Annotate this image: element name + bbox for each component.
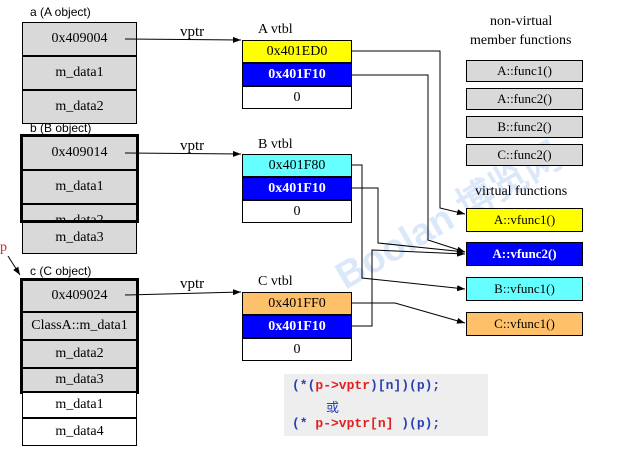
code-token: p->vptr bbox=[315, 378, 371, 393]
object-b-base-subobject-frame bbox=[20, 134, 139, 223]
code-token: )(p); bbox=[393, 416, 441, 431]
vtable-a-entry: 0x401ED0 bbox=[242, 40, 352, 63]
code-token: p->vptr[n] bbox=[315, 416, 394, 431]
object-c-field: m_data4 bbox=[22, 418, 137, 446]
object-c-field: ClassA::m_data1 bbox=[22, 312, 137, 340]
nonvirtual-function-item: B::func2() bbox=[466, 116, 583, 138]
virtual-function-item: C::vfunc1() bbox=[466, 312, 583, 336]
vtable-b-entry: 0x401F10 bbox=[242, 177, 352, 200]
vtable-a-entry: 0x401F10 bbox=[242, 63, 352, 86]
object-a-field: m_data1 bbox=[22, 56, 137, 90]
virtual-heading: virtual functions bbox=[475, 184, 568, 199]
vtable-a-entry: 0 bbox=[242, 86, 352, 109]
code-line-3: (* p->vptr[n] )(p); bbox=[292, 416, 440, 431]
code-token: (*( bbox=[292, 378, 316, 393]
code-token: (p); bbox=[409, 378, 441, 393]
vtable-b-entry: 0x401F80 bbox=[242, 154, 352, 177]
vptr-label-b: vptr bbox=[180, 138, 205, 154]
code-snippet-box: (*(p->vptr)[n])(p); 或 (* p->vptr[n] )(p)… bbox=[284, 374, 488, 436]
vtable-a-title: A vtbl bbox=[258, 22, 293, 37]
object-a-title: a (A object) bbox=[30, 5, 91, 19]
vtable-b-title: B vtbl bbox=[258, 137, 293, 152]
nonvirtual-function-item: A::func2() bbox=[466, 88, 583, 110]
object-b-field: m_data3 bbox=[22, 222, 137, 254]
object-b-title: b (B object) bbox=[30, 121, 92, 135]
virtual-function-item: A::vfunc1() bbox=[466, 208, 583, 232]
code-token: )[n]) bbox=[370, 378, 410, 393]
pointer-p-label: p bbox=[0, 240, 7, 255]
vtable-b-entry: 0 bbox=[242, 200, 352, 223]
virtual-function-item: A::vfunc2() bbox=[466, 242, 583, 266]
object-c-vptr-cell: 0x409024 bbox=[22, 280, 137, 312]
nonvirtual-function-item: A::func1() bbox=[466, 60, 583, 82]
object-b-field: m_data1 bbox=[22, 170, 137, 204]
vtable-c-entry: 0x401FF0 bbox=[242, 292, 352, 315]
object-c-title: c (C object) bbox=[30, 264, 92, 278]
virtual-function-item: B::vfunc1() bbox=[466, 277, 583, 301]
vtable-c-title: C vtbl bbox=[258, 274, 293, 289]
vptr-label-a: vptr bbox=[180, 24, 205, 40]
nonvirtual-heading-line1: non-virtual bbox=[490, 14, 553, 29]
code-token: (* bbox=[292, 416, 316, 431]
vtable-c-entry: 0 bbox=[242, 338, 352, 361]
code-line-2: 或 bbox=[326, 401, 340, 416]
code-line-1: (*(p->vptr)[n])(p); bbox=[292, 378, 440, 393]
nonvirtual-function-item: C::func2() bbox=[466, 144, 583, 166]
object-c-field: m_data2 bbox=[22, 340, 137, 368]
object-c-field: m_data1 bbox=[22, 392, 137, 418]
vptr-label-c: vptr bbox=[180, 276, 205, 292]
vtable-c-entry: 0x401F10 bbox=[242, 315, 352, 338]
nonvirtual-heading-line2: member functions bbox=[470, 33, 572, 48]
object-a-field: m_data2 bbox=[22, 90, 137, 124]
